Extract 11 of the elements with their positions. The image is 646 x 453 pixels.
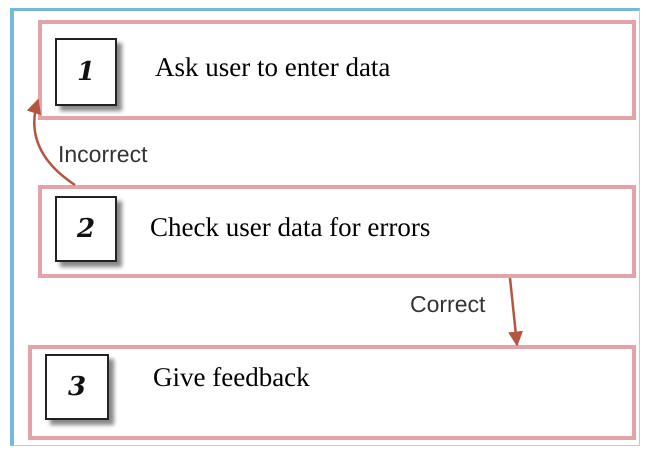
step-box	[38, 20, 636, 120]
arrow	[27, 98, 76, 186]
step-box	[28, 345, 636, 440]
step-text: Give feedback	[153, 362, 310, 393]
step-number: 2	[55, 196, 117, 262]
step-number: 3	[45, 354, 109, 420]
step-number: 1	[55, 38, 117, 106]
step-text: Check user data for errors	[150, 212, 430, 243]
step-text: Ask user to enter data	[155, 52, 390, 83]
arrow	[508, 278, 524, 346]
step-box	[38, 185, 636, 278]
